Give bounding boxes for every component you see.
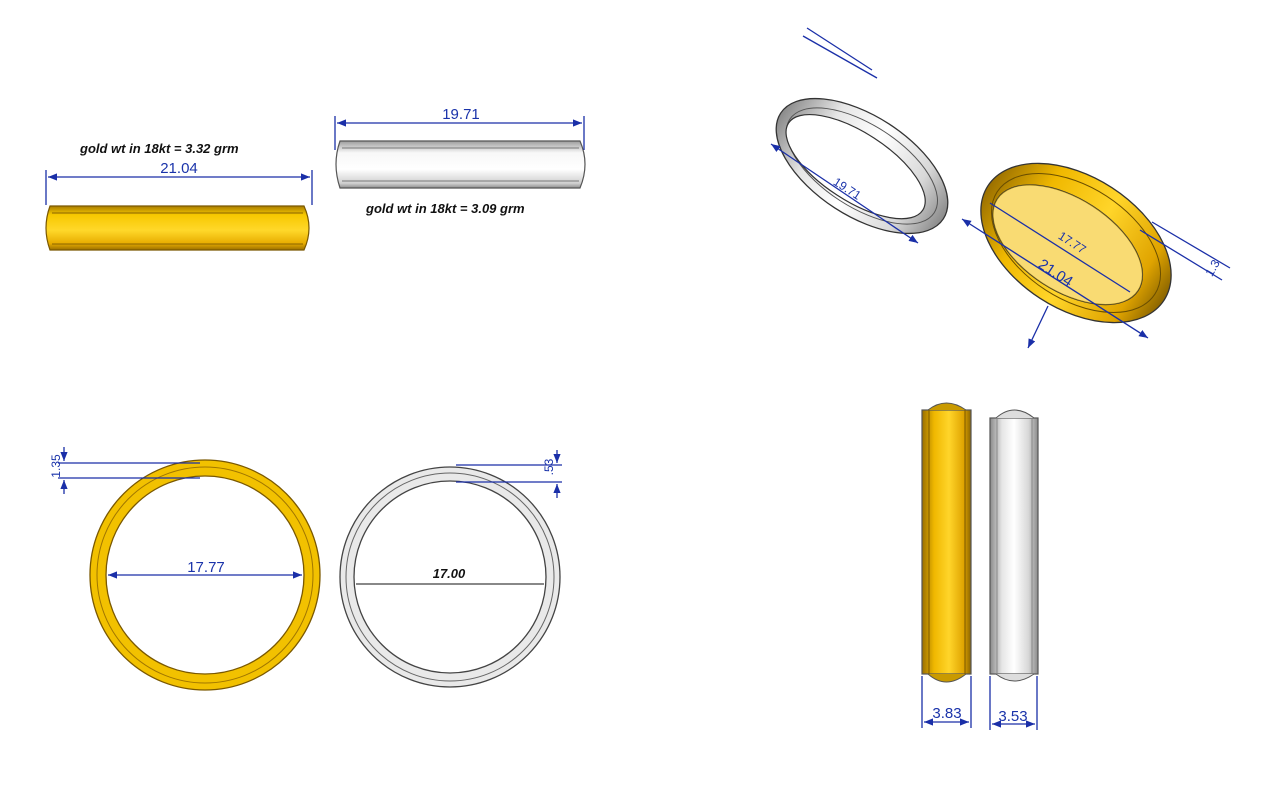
silver-ring-inner-circle	[353, 480, 547, 674]
silver-band-body	[335, 140, 586, 189]
dimension-0-53: .53	[542, 458, 556, 475]
side-profile-view: 3.83 3.53	[921, 402, 1039, 730]
iso-extension-line	[802, 35, 878, 79]
gold-profile	[921, 409, 972, 675]
silver-profile	[989, 417, 1039, 675]
silver-ring-step-circle	[345, 472, 555, 682]
gold-weight-note-2: gold wt in 18kt = 3.09 grm	[365, 201, 525, 216]
dimension-1-35: 1.35	[49, 454, 63, 478]
silver-ring-top-view: 17.00 .53	[339, 450, 562, 688]
gold-band-body	[45, 205, 310, 251]
dimension-21-04: 21.04	[160, 160, 198, 177]
dimension-3-53: 3.53	[998, 708, 1027, 725]
iso-dimension-line-19-71	[770, 143, 919, 244]
dimension-19-71: 19.71	[442, 106, 480, 123]
iso-dimension-line-17-77	[989, 202, 1131, 293]
gold-ring-top-view: 17.77 1.35	[49, 447, 321, 691]
dimension-17-00: 17.00	[433, 566, 466, 581]
gold-ring-front-view: gold wt in 18kt = 3.32 grm 21.04	[45, 141, 313, 251]
iso-leader-arrow	[1027, 305, 1049, 349]
silver-ring-iso	[775, 97, 949, 235]
iso-extension-line	[1139, 229, 1223, 281]
silver-profile-bottom-bevel	[995, 673, 1035, 682]
gold-ring-step-circle	[96, 466, 314, 684]
dimension-17-77: 17.77	[187, 559, 225, 576]
iso-extension-line	[806, 27, 873, 71]
iso-extension-line	[1151, 221, 1231, 269]
iso-dimension-line-21-04	[961, 218, 1149, 339]
gold-profile-top-bevel	[927, 402, 967, 411]
dimension-3-83: 3.83	[932, 705, 961, 722]
gold-weight-note-1: gold wt in 18kt = 3.32 grm	[79, 141, 239, 156]
gold-profile-bottom-bevel	[927, 673, 967, 683]
iso-dimension-small: 1.3	[1202, 257, 1223, 279]
silver-ring-front-view: 19.71 gold wt in 18kt = 3.09 grm	[334, 106, 586, 216]
silver-profile-top-bevel	[995, 409, 1035, 419]
isometric-view: 19.71 21.04 17.77 1.3	[770, 27, 1231, 349]
